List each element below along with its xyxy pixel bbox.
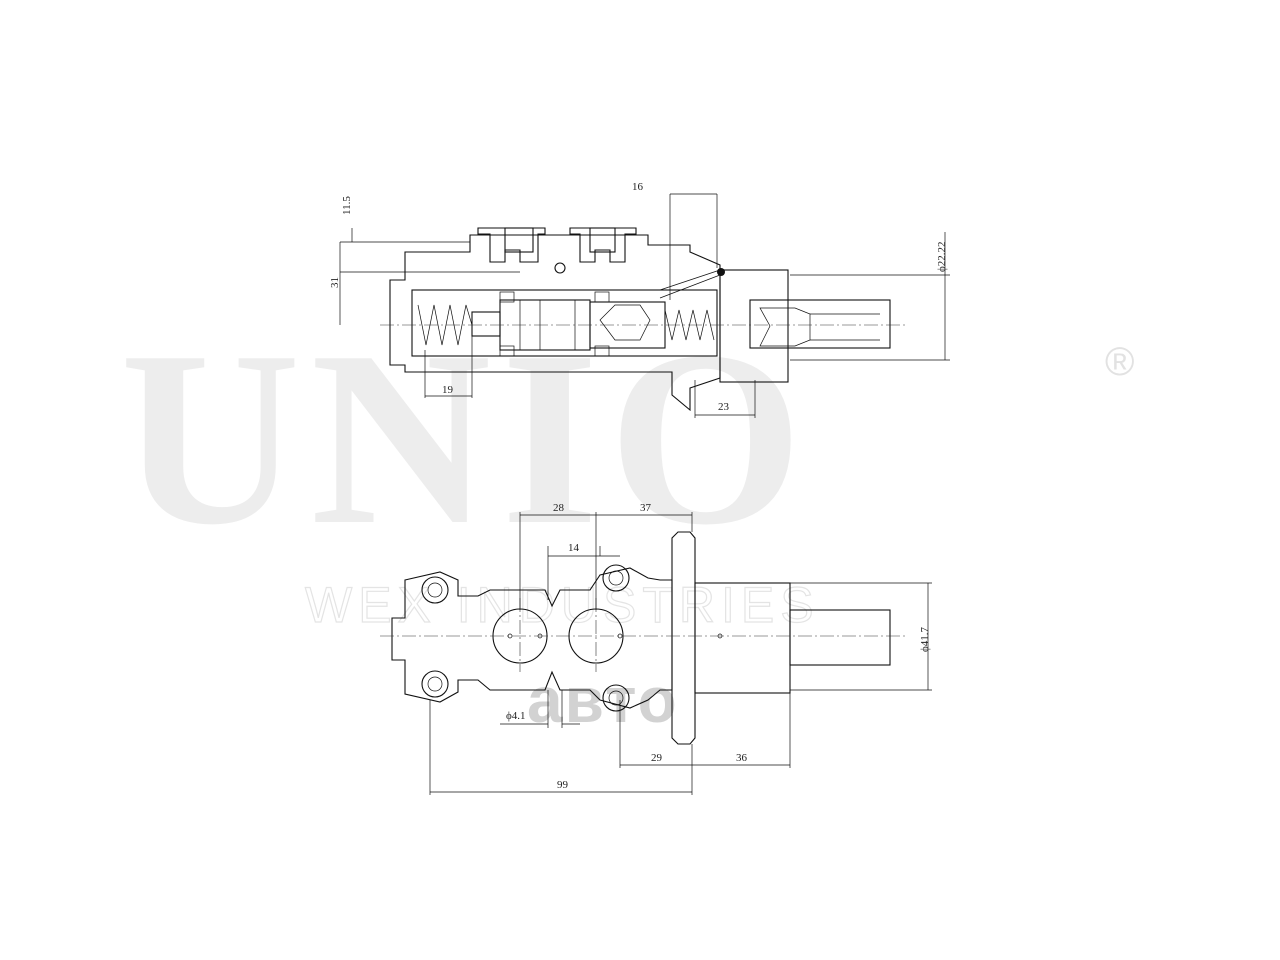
dimension-phi-22-22: ϕ22.22 [936, 241, 948, 272]
seal [499, 291, 515, 303]
main-bore [411, 289, 718, 357]
cylinder-body-plan [391, 567, 673, 709]
mounting-flange [671, 531, 696, 745]
dimension-16: 16 [632, 181, 644, 193]
reservoir-port-right [569, 227, 637, 263]
dimension-31: 31 [329, 277, 341, 288]
watermark-registered-mark: ® [1105, 340, 1134, 384]
dimension-28: 28 [553, 502, 565, 514]
cylinder-nose [789, 609, 891, 666]
seal [594, 345, 610, 357]
bolt-holes [421, 564, 630, 712]
top-plan-view: 28 37 14 ϕ41.7 ϕ4.1 29 36 99 [380, 502, 932, 795]
bolt-hole [554, 262, 566, 274]
watermark-subtitle: WEX INDUSTRIES [305, 577, 820, 633]
dimension-19: 19 [442, 384, 454, 396]
seal [594, 291, 610, 303]
dimension-37: 37 [640, 502, 652, 514]
side-section-view: 16 11.5 31 ϕ22.22 19 23 [329, 181, 950, 418]
dimension-99: 99 [557, 779, 569, 791]
port-bore-left [504, 227, 534, 253]
rear-housing [719, 269, 789, 383]
dimension-11-5: 11.5 [341, 196, 353, 215]
reservoir-port-left [477, 227, 546, 263]
dimension-36: 36 [736, 752, 748, 764]
dimension-14: 14 [568, 542, 580, 554]
watermark-brand: UNIO [120, 300, 813, 577]
dimension-23: 23 [718, 401, 730, 413]
dimension-phi-41-7: ϕ41.7 [919, 626, 931, 652]
port-bore-right [589, 227, 616, 253]
seal [499, 345, 515, 357]
dimension-phi-4-1: ϕ4.1 [506, 710, 526, 722]
dimension-29: 29 [651, 752, 663, 764]
watermark: UNIO ® WEX INDUSTRIES авто [120, 300, 1134, 736]
push-rod-bore [749, 299, 891, 349]
ball-valve [717, 268, 725, 276]
cylinder-body-section [389, 234, 721, 412]
